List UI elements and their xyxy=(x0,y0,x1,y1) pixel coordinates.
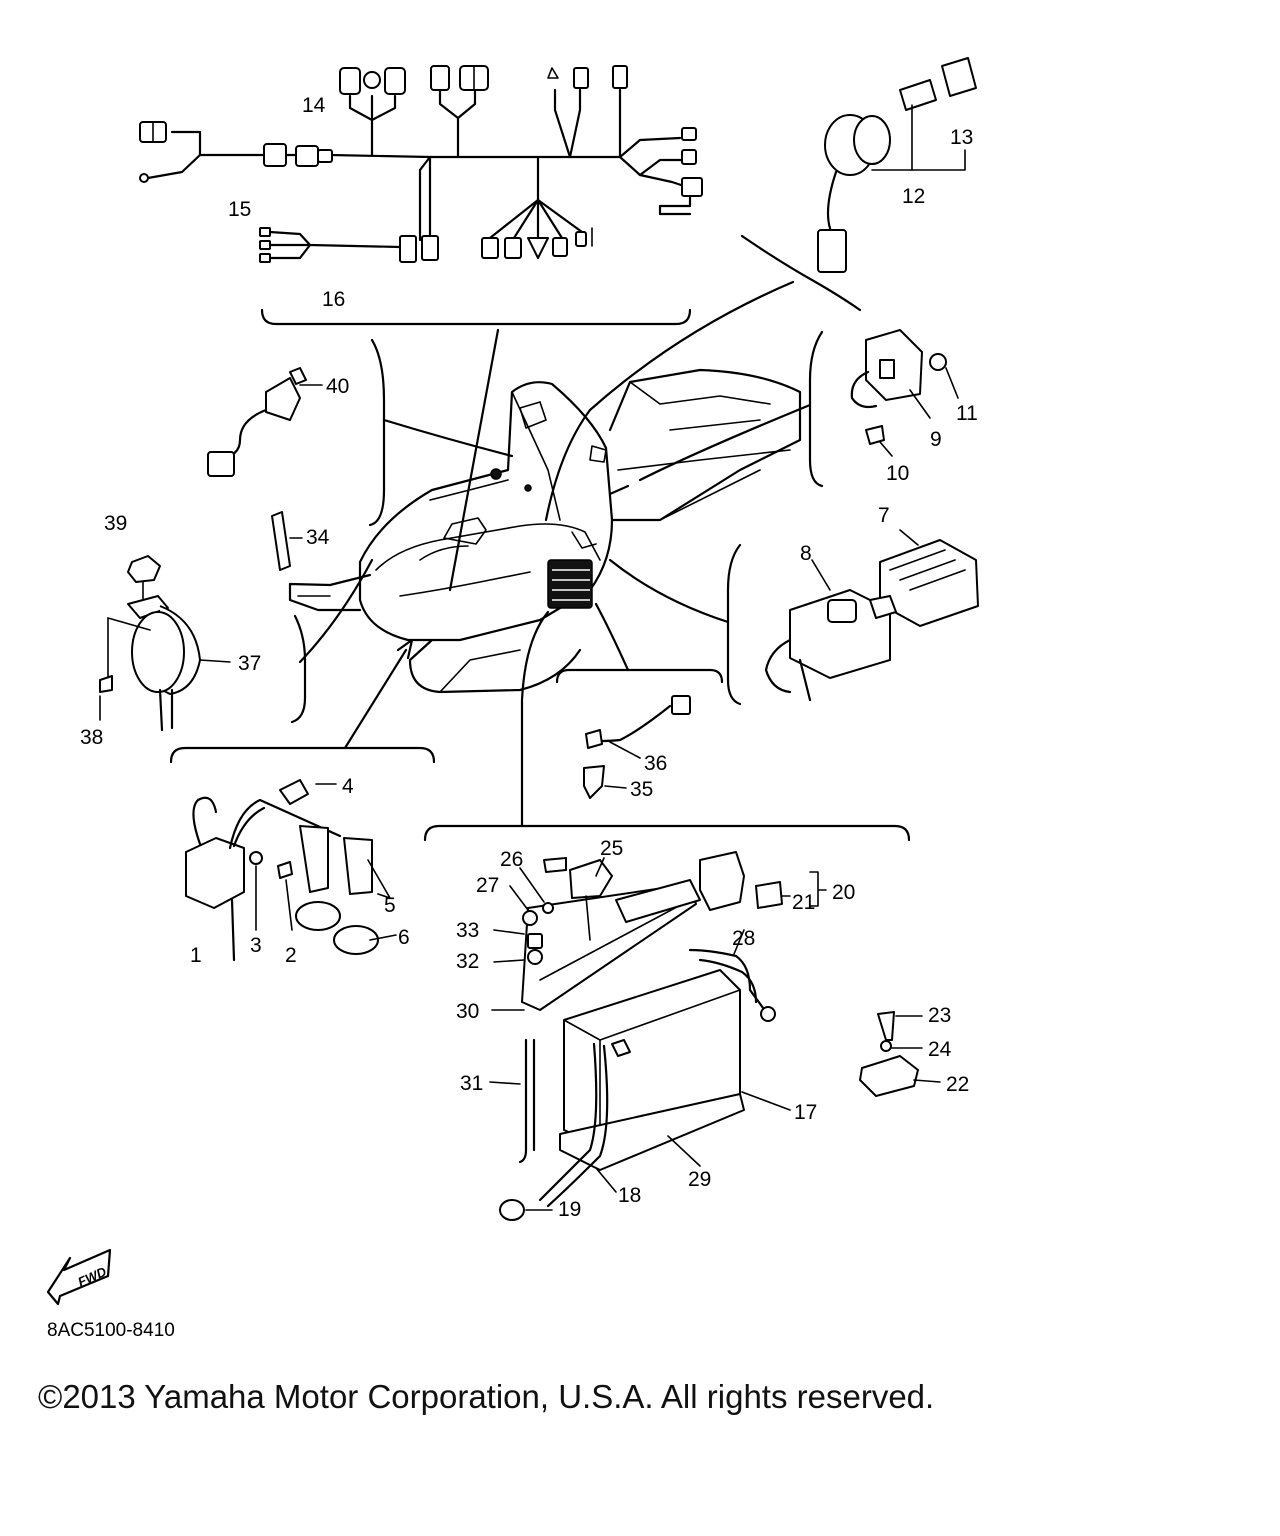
callout-22: 22 xyxy=(946,1073,969,1096)
snowmobile-illustration xyxy=(288,368,802,694)
wire-harness-assembly xyxy=(139,65,703,263)
callout-30: 30 xyxy=(456,1000,479,1023)
callout-19: 19 xyxy=(558,1198,581,1221)
callout-25: 25 xyxy=(600,837,623,860)
callout-15: 15 xyxy=(228,198,251,221)
callout-13: 13 xyxy=(950,126,973,149)
callout-10: 10 xyxy=(886,462,909,485)
callout-16: 16 xyxy=(322,288,345,311)
fwd-arrow-label: FWD xyxy=(75,1264,109,1290)
group-brackets xyxy=(169,234,911,842)
callout-18: 18 xyxy=(618,1184,641,1207)
stop-switch-assembly xyxy=(207,367,323,477)
sensor-assembly xyxy=(583,695,691,799)
callout-labels: 1 2 3 4 5 6 7 8 9 10 11 12 13 14 15 16 1… xyxy=(80,94,978,1221)
callout-37: 37 xyxy=(238,652,261,675)
callout-6: 6 xyxy=(398,926,410,949)
callout-38: 38 xyxy=(80,726,103,749)
callout-26: 26 xyxy=(500,848,523,871)
callout-9: 9 xyxy=(930,428,942,451)
part-code: 8AC5100-8410 xyxy=(47,1320,175,1341)
fwd-arrow-icon: FWD xyxy=(46,1248,112,1306)
callout-2: 2 xyxy=(285,944,297,967)
callout-24: 24 xyxy=(928,1038,952,1061)
callout-35: 35 xyxy=(630,778,653,801)
copyright-notice: ©2013 Yamaha Motor Corporation, U.S.A. A… xyxy=(38,1378,935,1415)
callout-36: 36 xyxy=(644,752,667,775)
cdi-assembly xyxy=(764,529,979,702)
callout-17: 17 xyxy=(794,1101,817,1124)
callout-33: 33 xyxy=(456,919,479,942)
callout-40: 40 xyxy=(326,375,349,398)
callout-20: 20 xyxy=(832,881,855,904)
regulator-assembly xyxy=(850,329,959,457)
callout-31: 31 xyxy=(460,1072,483,1095)
callout-7: 7 xyxy=(878,504,890,527)
callout-11: 11 xyxy=(956,402,978,425)
callout-14: 14 xyxy=(302,94,326,117)
callout-23: 23 xyxy=(928,1004,951,1027)
callout-1: 1 xyxy=(190,944,202,967)
battery-assembly xyxy=(489,851,941,1221)
callout-32: 32 xyxy=(456,950,479,973)
callout-8: 8 xyxy=(800,542,812,565)
callout-3: 3 xyxy=(250,934,262,957)
callout-34: 34 xyxy=(306,526,330,549)
callout-12: 12 xyxy=(902,185,925,208)
ignition-coil-assembly xyxy=(185,779,397,962)
callout-27: 27 xyxy=(476,874,499,897)
callout-28: 28 xyxy=(732,927,755,950)
callout-4: 4 xyxy=(342,775,354,798)
callout-29: 29 xyxy=(688,1168,711,1191)
bracket-34 xyxy=(271,511,303,571)
main-switch-assembly xyxy=(817,57,977,273)
callout-5: 5 xyxy=(384,894,396,917)
callout-21: 21 xyxy=(792,891,815,914)
horn-assembly xyxy=(99,555,231,732)
callout-39: 39 xyxy=(104,512,127,535)
group-leader-lines xyxy=(298,280,812,828)
